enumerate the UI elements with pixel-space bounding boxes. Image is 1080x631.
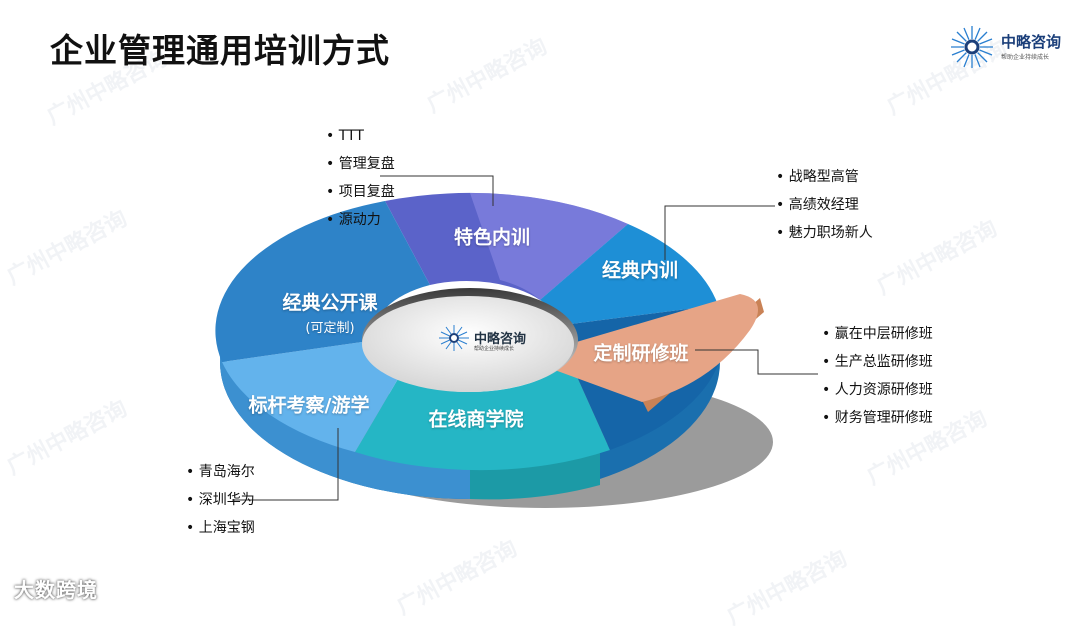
segment-label-jingdian-neixun: 经典内训 <box>601 259 679 282</box>
center-logo-name: 中略咨询 <box>474 332 527 347</box>
callout-list-dingzhi: 赢在中层研修班 生产总监研修班 人力资源研修班 财务管理研修班 <box>822 320 933 432</box>
segment-label-tese: 特色内训 <box>453 226 531 249</box>
connector-line-biaogan <box>232 428 339 501</box>
sunburst-logo-icon <box>439 325 469 351</box>
brand-name: 中略咨询 <box>1001 33 1062 51</box>
ring-center <box>362 296 574 392</box>
segment-label-biaogan: 标杆考察/游学 <box>248 394 370 417</box>
segment-label-gongkaike-main: 经典公开课 <box>282 292 378 314</box>
center-logo-tagline: 帮助企业持续成长 <box>474 346 515 352</box>
list-item: 财务管理研修班 <box>822 404 933 432</box>
list-item: 青岛海尔 <box>186 458 255 486</box>
list-item: 战略型高管 <box>776 163 873 191</box>
segment-jingdian-neixun[interactable] <box>540 224 718 325</box>
segment-biaogan[interactable] <box>222 340 405 452</box>
footer-logo: 大数跨境 <box>14 578 98 602</box>
segment-label-gongkaike: 经典公开课 (可定制) <box>282 288 377 336</box>
training-ring-diagram <box>215 175 818 508</box>
segment-label-dingzhi: 定制研修班 <box>593 342 689 365</box>
segment-dingzhi[interactable] <box>522 294 758 402</box>
brand-logo: 中略咨询 帮助企业持续成长 <box>946 22 1066 72</box>
ring-side-wall-front <box>470 453 600 500</box>
connector-line-jingdian-neixun <box>664 205 775 260</box>
center-logo: 中略咨询 帮助企业持续成长 <box>436 323 556 353</box>
list-item: 上海宝钢 <box>186 514 255 542</box>
sunburst-logo-icon <box>951 26 993 68</box>
callout-list-jingdian-neixun: 战略型高管 高绩效经理 魅力职场新人 <box>776 163 873 247</box>
list-item: 项目复盘 <box>326 178 395 206</box>
segment-label-gongkaike-sub: (可定制) <box>305 321 355 336</box>
callout-list-tese: TTT 管理复盘 项目复盘 源动力 <box>326 122 395 234</box>
connector-line-dingzhi <box>695 349 818 375</box>
list-item: 深圳华为 <box>186 486 255 514</box>
callout-list-biaogan: 青岛海尔 深圳华为 上海宝钢 <box>186 458 255 542</box>
list-item: 魅力职场新人 <box>776 219 873 247</box>
list-item: TTT <box>326 122 395 150</box>
brand-tagline: 帮助企业持续成长 <box>1001 54 1050 61</box>
list-item: 人力资源研修班 <box>822 376 933 404</box>
page-title: 企业管理通用培训方式 <box>50 31 390 70</box>
list-item: 赢在中层研修班 <box>822 320 933 348</box>
list-item: 管理复盘 <box>326 150 395 178</box>
list-item: 高绩效经理 <box>776 191 873 219</box>
connector-line-tese <box>380 175 494 206</box>
segment-tese-highlight <box>470 193 628 300</box>
list-item: 源动力 <box>326 206 395 234</box>
list-item: 生产总监研修班 <box>822 348 933 376</box>
segment-label-zaixian: 在线商学院 <box>428 408 524 431</box>
